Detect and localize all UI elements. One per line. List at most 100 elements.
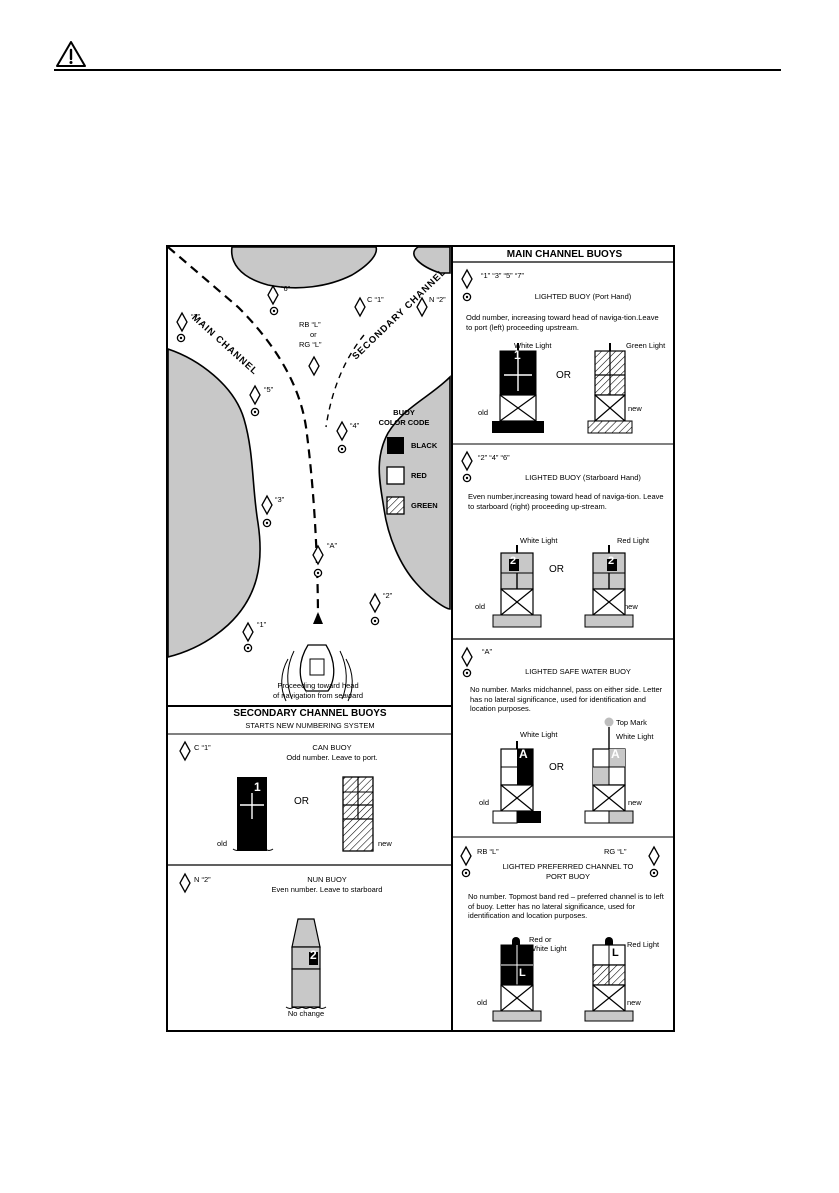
buoy-1-label: “1” xyxy=(257,620,267,629)
safe-tag: “A” xyxy=(482,647,492,656)
preferred-red-or-white-1: Red or xyxy=(529,935,552,944)
port-or: OR xyxy=(556,370,571,381)
can-number: 1 xyxy=(254,780,261,794)
starboard-number-old: 2 xyxy=(510,555,517,567)
nun-buoy xyxy=(285,918,327,1009)
buoy-system-figure: MAIN CHANNEL SECONDARY CHANNEL “6” “7” C… xyxy=(166,245,675,1032)
starboard-old: old xyxy=(475,602,486,611)
safe-title: LIGHTED SAFE WATER BUOY xyxy=(525,667,631,676)
buoy-7-label: “7” xyxy=(191,312,201,321)
can-tag: C “1” xyxy=(194,743,211,752)
buoy-2-label: “2” xyxy=(383,591,393,600)
black-swatch xyxy=(387,437,404,454)
buoy-n2-label: N “2” xyxy=(429,295,446,304)
preferred-new: new xyxy=(627,998,641,1007)
or-label: or xyxy=(310,330,317,339)
color-code-title-2: COLOR CODE xyxy=(378,418,430,427)
starboard-red-light: Red Light xyxy=(617,536,650,545)
port-new: new xyxy=(628,404,642,413)
secondary-subtitle: STARTS NEW NUMBERING SYSTEM xyxy=(245,721,375,730)
port-buoy-old xyxy=(492,343,544,433)
nun-number: 2 xyxy=(310,948,317,962)
nun-title: NUN BUOY xyxy=(307,875,347,884)
main-channel-line xyxy=(168,247,320,624)
land-top-right xyxy=(413,247,451,274)
starboard-buoy-new xyxy=(584,545,634,628)
safe-new: new xyxy=(628,798,642,807)
preferred-tag-right: RG “L” xyxy=(604,847,627,856)
buoy-c1-label: C “1” xyxy=(367,295,384,304)
port-green-light: Green Light xyxy=(626,341,666,350)
safe-top-mark: Top Mark xyxy=(616,718,647,727)
buoy-4-label: “4” xyxy=(350,421,360,430)
safe-letter-new: A xyxy=(611,747,620,761)
preferred-red-light: Red Light xyxy=(627,940,660,949)
preferred-title-1: LIGHTED PREFERRED CHANNEL TO xyxy=(502,862,634,871)
green-swatch xyxy=(386,496,405,515)
preferred-buoy-old xyxy=(492,937,542,1022)
port-desc: Odd number, increasing toward head of na… xyxy=(466,313,659,332)
can-buoy-old xyxy=(232,777,274,851)
main-title: MAIN CHANNEL BUOYS xyxy=(506,249,623,260)
color-code-title-1: BUOY xyxy=(393,408,415,417)
safe-letter-old: A xyxy=(519,747,528,761)
preferred-buoy-new xyxy=(584,937,634,1022)
preferred-title-2: PORT BUOY xyxy=(546,872,590,881)
secondary-title: SECONDARY CHANNEL BUOYS xyxy=(233,708,387,719)
color-black-label: BLACK xyxy=(411,441,438,450)
preferred-letter-old: L xyxy=(519,967,526,979)
port-tag: “1” “3” “5” “7” xyxy=(481,271,524,280)
buoy-5-label: “5” xyxy=(264,385,274,394)
starboard-white-light: White Light xyxy=(520,536,558,545)
starboard-number-new: 2 xyxy=(608,555,615,567)
can-title: CAN BUOY xyxy=(312,743,352,752)
port-old: old xyxy=(478,408,489,417)
preferred-tag-left: RB “L” xyxy=(477,847,499,856)
nun-tag: N “2” xyxy=(194,875,211,884)
boat-icon xyxy=(281,644,353,702)
land-left xyxy=(168,348,261,658)
safe-white-light-left: White Light xyxy=(520,730,558,739)
land-top xyxy=(230,247,378,289)
starboard-title: LIGHTED BUOY (Starboard Hand) xyxy=(525,473,641,482)
starboard-or: OR xyxy=(549,564,564,575)
starboard-buoy-old xyxy=(492,545,542,628)
preferred-old: old xyxy=(477,998,488,1007)
starboard-tag: “2” “4” “6” xyxy=(478,453,510,462)
can-new: new xyxy=(378,839,392,848)
preferred-letter-new: L xyxy=(612,947,619,959)
starboard-new: new xyxy=(624,602,638,611)
color-green-label: GREEN xyxy=(411,501,438,510)
preferred-desc: No number. Topmost band red – preferred … xyxy=(468,892,664,920)
direction-arrow xyxy=(313,612,323,624)
port-white-light: White Light xyxy=(514,341,552,350)
nun-no-change: No change xyxy=(287,1009,325,1018)
safe-old: old xyxy=(479,798,490,807)
starboard-desc: Even number,increasing toward head of na… xyxy=(468,492,664,511)
safe-water-buoy-old xyxy=(492,741,541,824)
buoy-6-label: “6” xyxy=(281,284,291,293)
map-caption-2: of navigation from seaward xyxy=(272,691,364,700)
safe-water-buoy-new xyxy=(584,717,634,824)
safe-or: OR xyxy=(549,762,564,773)
buoy-a-label: “A” xyxy=(327,541,337,550)
warning-icon xyxy=(56,41,86,67)
map-caption-1: Proceeding toward head xyxy=(277,681,359,690)
can-or: OR xyxy=(294,796,309,807)
can-old: old xyxy=(217,839,228,848)
channel-map xyxy=(168,247,451,702)
nun-desc: Even number. Leave to starboard xyxy=(271,885,383,894)
figure-artwork xyxy=(168,247,673,1030)
port-number: 1 xyxy=(514,348,521,362)
buoy-3-label: “3” xyxy=(275,495,285,504)
safe-desc: No number. Marks midchannel, pass on eit… xyxy=(470,685,663,713)
header-rule xyxy=(54,69,781,71)
port-buoy-new xyxy=(587,343,633,434)
land-right xyxy=(378,375,451,610)
safe-white-light-right: White Light xyxy=(616,732,654,741)
buoy-rbl-label: RB “L” xyxy=(299,320,321,329)
preferred-red-or-white-2: White Light xyxy=(529,944,567,953)
buoy-rgl-label: RG “L” xyxy=(299,340,322,349)
color-red-label: RED xyxy=(411,471,427,480)
red-swatch xyxy=(386,466,405,485)
